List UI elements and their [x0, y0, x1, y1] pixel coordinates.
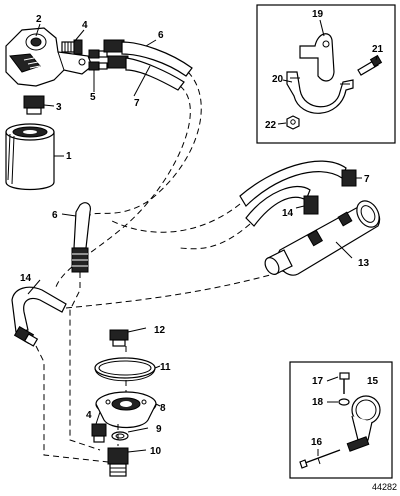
oil-filter-1: [5, 123, 64, 191]
hose-14-right: [179, 185, 319, 250]
callout-19: 19: [312, 9, 324, 20]
callout-2: 2: [36, 14, 42, 25]
callout-20: 20: [272, 74, 284, 85]
washer-18: [338, 398, 350, 406]
nut-22: [286, 115, 300, 130]
callout-9: 9: [156, 424, 162, 435]
bolt-16: [299, 449, 341, 469]
bolt-21: [357, 54, 383, 76]
callout-12: 12: [154, 325, 166, 336]
callout-17: 17: [312, 376, 324, 387]
callout-18: 18: [312, 397, 324, 408]
callout-7-top: 7: [134, 98, 140, 109]
callout-13: 13: [358, 258, 370, 269]
callout-4-top: 4: [82, 20, 88, 31]
nipple-10: [107, 447, 147, 477]
screw-17: [339, 372, 350, 394]
callout-14-right: 14: [282, 208, 294, 219]
clamp-strap-19: [299, 19, 335, 82]
callout-5: 5: [90, 92, 96, 103]
fitting-4-bottom: [91, 423, 107, 443]
callout-11: 11: [160, 362, 171, 373]
callout-21: 21: [372, 44, 384, 55]
oil-cooler-13: [264, 200, 381, 276]
reference-number: 44282: [372, 482, 397, 492]
filter-adapter-2: [5, 27, 93, 87]
inset-clamp-box: 19 20 21 22: [256, 4, 396, 144]
hose-7-upper: [54, 55, 191, 291]
callout-16: 16: [311, 437, 323, 448]
nipple-3: [23, 95, 55, 115]
callout-10: 10: [150, 446, 162, 457]
hose-6-upper: [89, 39, 202, 216]
hose-14-lower: [11, 259, 321, 463]
clamp-20: [286, 71, 354, 114]
adapter-8: [95, 391, 161, 429]
callout-3: 3: [56, 102, 62, 113]
callout-15: 15: [367, 376, 379, 387]
band-clamp-15: [346, 395, 381, 452]
oring-9: [111, 427, 149, 441]
inset-clamp-box-lower: 17 18 15 16: [289, 361, 393, 479]
callout-22: 22: [265, 120, 277, 131]
hose-6-lower: [61, 202, 101, 451]
callout-6-top: 6: [158, 30, 164, 41]
callout-6-lower: 6: [52, 210, 58, 221]
callout-1: 1: [66, 151, 72, 162]
callout-8: 8: [160, 403, 166, 414]
hose-7-right: [109, 160, 357, 233]
callout-7-right: 7: [364, 174, 370, 185]
callout-4-bottom: 4: [86, 410, 92, 421]
fitting-12: [109, 327, 147, 347]
fittings-5: [88, 49, 108, 92]
gasket-11: [94, 357, 161, 382]
fitting-4-top: [61, 39, 83, 55]
callout-14-lower: 14: [20, 273, 32, 284]
